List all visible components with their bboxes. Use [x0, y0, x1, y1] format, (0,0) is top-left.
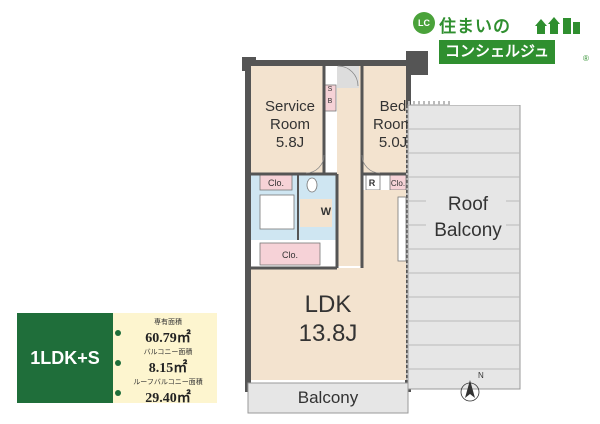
bed-room-name-1: Bed [380, 98, 407, 115]
divider-dots [115, 330, 121, 396]
brand-badge: LC [413, 12, 435, 34]
shoe-box-label-1: S [328, 86, 333, 93]
layout-type: 1LDK+S [30, 347, 100, 368]
spec-panel: 1LDK+S 専有面積 60.79㎡ バルコニー面積 8.15㎡ ルーフバルコニ… [17, 313, 217, 406]
brand-line1: 住まいの [439, 17, 511, 36]
closet-hall [259, 242, 321, 266]
ldk-floor [251, 268, 406, 380]
house-icon [535, 17, 580, 34]
ldk-size: 13.8J [299, 320, 358, 347]
washroom [300, 199, 332, 227]
brand-logo: LC 住まいの コンシェルジュ ® [413, 10, 593, 66]
toilet [306, 177, 318, 193]
private-area-label: 専有面積 [154, 319, 182, 326]
fridge-label: R [369, 178, 376, 188]
spec-info: 専有面積 60.79㎡ バルコニー面積 8.15㎡ ルーフバルコニー面積 29.… [113, 313, 217, 406]
service-room-name-2: Room [270, 116, 310, 133]
ldk-name: LDK [305, 291, 352, 318]
roof-label-bg [426, 189, 506, 245]
entrance [337, 66, 359, 88]
roof-balcony-area [408, 105, 521, 390]
roof-balcony-name-2: Balcony [434, 220, 502, 241]
layout-type-box: 1LDK+S [17, 313, 113, 403]
service-room-name-1: Service [265, 98, 315, 115]
door-swing [361, 154, 381, 174]
bathtub [259, 194, 295, 230]
corridor-floor [337, 66, 362, 266]
bed-room-name-2: Room [373, 116, 413, 133]
service-room-floor [251, 66, 323, 174]
shoe-box-label-2: B [328, 98, 333, 105]
washer-label: W [321, 206, 332, 218]
balcony-area-label: バルコニー面積 [143, 349, 193, 356]
balcony-area-value: 8.15㎡ [148, 361, 188, 376]
brand-line2: コンシェルジュ [439, 40, 555, 64]
balcony-name: Balcony [298, 388, 359, 407]
bed-room-floor [362, 66, 406, 174]
closet-label: Clo. [282, 250, 298, 260]
private-area-value: 60.79㎡ [145, 331, 191, 346]
balcony-area [247, 382, 409, 414]
compass-north-label: N [478, 371, 484, 380]
door-swing [305, 154, 325, 174]
roof-balcony-overlay: Roof Balcony [408, 105, 521, 390]
bed-room-size: 5.0J [379, 134, 407, 151]
closet-label: Clo. [391, 179, 405, 188]
roof-balcony-name-1: Roof [448, 194, 489, 215]
closet-label: Clo. [268, 178, 284, 188]
wall-column [406, 51, 428, 75]
service-room-size: 5.8J [276, 134, 304, 151]
brand-registered-mark: ® [583, 54, 589, 63]
roof-balcony-area-label: ルーフバルコニー面積 [133, 379, 203, 386]
compass-icon: N [460, 371, 484, 402]
door-swing [337, 65, 359, 87]
kitchen-counter [397, 196, 407, 262]
roof-balcony-area-value: 29.40㎡ [145, 391, 191, 406]
